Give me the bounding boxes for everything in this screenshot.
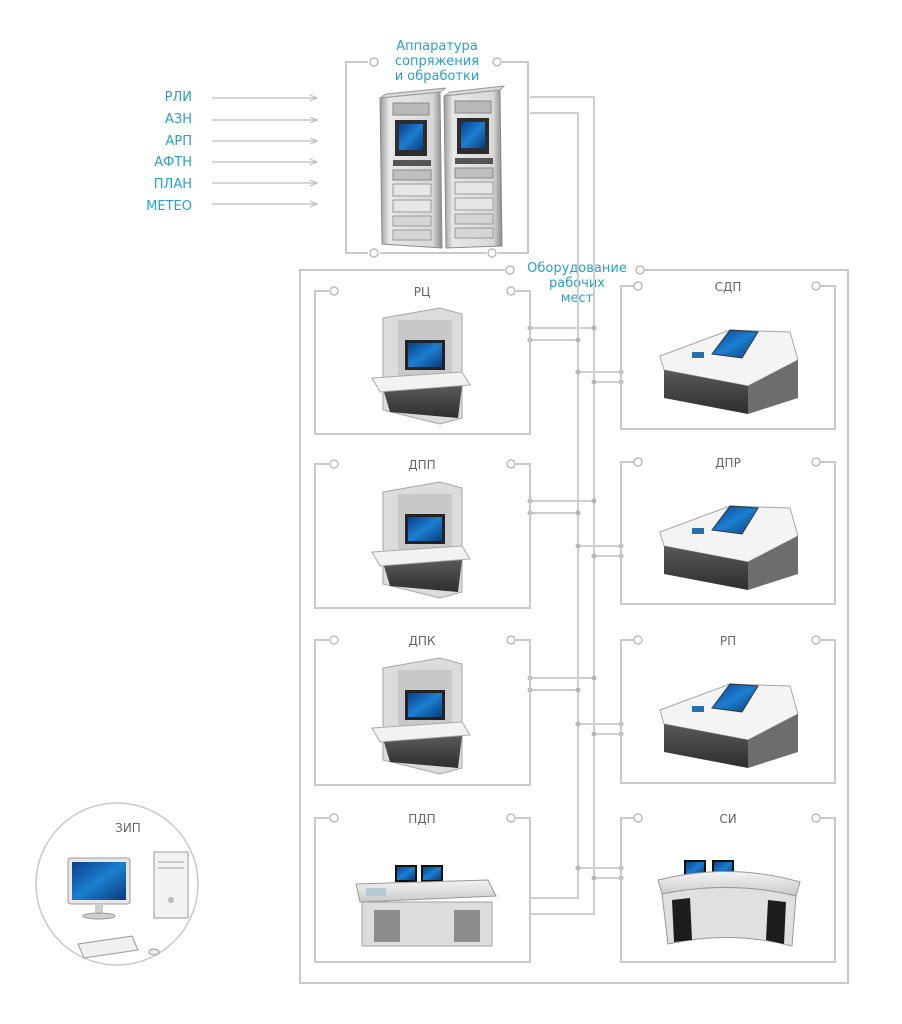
workstation-label: ДПП	[408, 458, 435, 472]
input-label: РЛИ	[165, 90, 192, 105]
input-list: РЛИ АЗН АРП АФТН ПЛАН МЕТЕО	[146, 90, 192, 214]
input-arrow	[212, 179, 319, 187]
input-arrow	[212, 94, 319, 102]
input-arrows	[212, 94, 319, 208]
connector-knob	[633, 635, 643, 645]
connector-knob	[492, 57, 502, 67]
input-label: ПЛАН	[154, 177, 192, 192]
workstation-label: ДПР	[715, 456, 741, 470]
connector-knob	[329, 459, 339, 469]
curved-desk-image	[657, 860, 801, 947]
connector-knob	[633, 457, 643, 467]
workstation-rp: РП	[620, 634, 836, 784]
connector-knob	[811, 281, 821, 291]
processing-block: Аппаратура сопряжения и обработки	[345, 39, 529, 258]
workstation-dpk: ДПК	[314, 634, 531, 786]
connector-knob	[369, 248, 379, 258]
connector-knob	[506, 286, 516, 296]
connector-knob	[811, 457, 821, 467]
server-rack-image	[379, 87, 447, 249]
connector-knob	[633, 813, 643, 823]
workstation-pdp: ПДП	[314, 812, 531, 963]
console-image	[371, 657, 471, 775]
workstation-frame	[314, 290, 531, 435]
console-image	[371, 307, 471, 425]
connector-knob	[329, 635, 339, 645]
connector-knob	[811, 813, 821, 823]
workstation-si: СИ	[620, 812, 836, 963]
workplaces-frame	[299, 269, 849, 984]
connector-knob	[506, 635, 516, 645]
workstation-label: СИ	[719, 812, 736, 826]
console-image	[371, 481, 471, 599]
dual-desk-image	[355, 865, 497, 947]
spares-block: ЗИП	[35, 802, 199, 966]
connector-knob	[811, 635, 821, 645]
input-label: МЕТЕО	[146, 199, 192, 214]
workstation-dpp: ДПП	[314, 458, 531, 609]
workstation-label: РП	[720, 634, 736, 648]
workstation-label: РЦ	[414, 285, 431, 299]
workstation-frame	[314, 639, 531, 786]
input-label: АРП	[165, 134, 192, 149]
connector-knob	[506, 459, 516, 469]
processing-frame-right	[498, 61, 529, 254]
workstation-sdp: СДП	[620, 280, 836, 430]
server-rack-image	[443, 85, 506, 249]
workstation-dpr: ДПР	[620, 456, 836, 605]
connector-knob	[505, 265, 515, 275]
processing-title-line: Аппаратура	[396, 39, 478, 54]
processing-title-line: и обработки	[395, 69, 480, 84]
workstation-label: СДП	[715, 280, 742, 294]
connection-bus	[527, 96, 624, 915]
connector-knob	[506, 813, 516, 823]
connector-knob	[487, 248, 497, 258]
connector-knob	[635, 265, 645, 275]
connector-knob	[329, 813, 339, 823]
workstation-frame	[314, 817, 531, 963]
desk-image	[659, 683, 799, 768]
desktop-computer-image	[67, 851, 189, 959]
workstation-label: ДПК	[409, 634, 436, 648]
workstation-frame	[620, 285, 836, 430]
desk-image	[659, 505, 799, 590]
workstation-frame	[620, 817, 836, 963]
workstation-frame	[620, 639, 836, 784]
connector-knob	[633, 281, 643, 291]
connector-knob	[369, 57, 379, 67]
processing-frame-left	[345, 61, 368, 254]
workstation-label: ПДП	[408, 812, 435, 826]
workstation-frame	[620, 461, 836, 605]
desk-image	[659, 329, 799, 414]
spares-label: ЗИП	[115, 821, 141, 835]
input-arrow	[212, 137, 319, 145]
input-label: АФТН	[154, 155, 192, 170]
input-arrow	[212, 158, 319, 166]
input-label: АЗН	[165, 112, 192, 127]
input-arrow	[212, 200, 319, 208]
workstation-frame	[314, 463, 531, 609]
workstation-rc: РЦ	[314, 285, 531, 435]
processing-title-line: сопряжения	[395, 54, 479, 69]
connector-knob	[329, 286, 339, 296]
input-arrow	[212, 116, 319, 124]
